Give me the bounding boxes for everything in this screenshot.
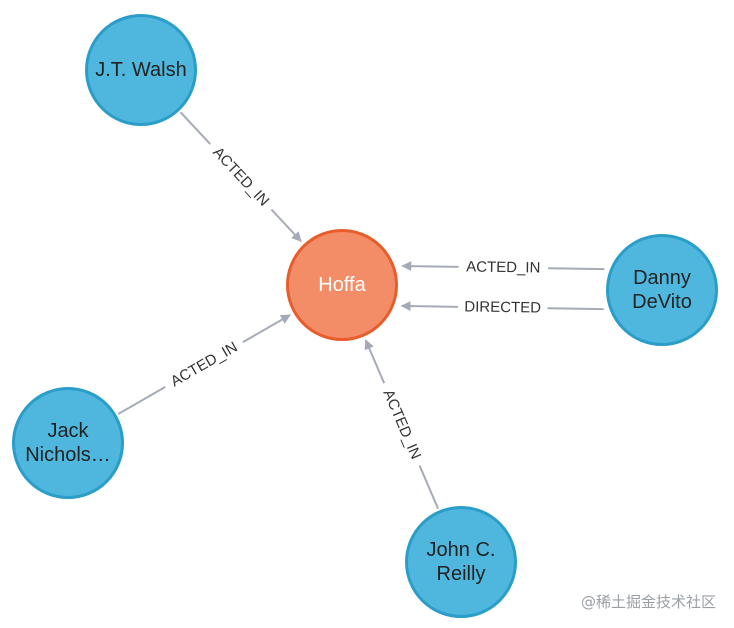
edge-label: ACTED_IN <box>466 258 540 276</box>
node-label: DeVito <box>632 291 692 313</box>
edge-line <box>547 307 604 311</box>
node-circle <box>606 234 718 346</box>
edge-arrow <box>364 339 386 384</box>
node-circle <box>286 229 398 341</box>
node-nicholson[interactable]: JackNichols… <box>12 387 124 499</box>
node-circle <box>85 14 197 126</box>
edge-label: ACTED_IN <box>379 387 424 462</box>
edge-nicholson-hoffa-3[interactable]: ACTED_IN <box>117 314 291 415</box>
node-label: Jack <box>47 420 89 442</box>
node-circle <box>12 387 124 499</box>
node-label: Danny <box>633 267 691 289</box>
edge-line <box>418 465 440 510</box>
node-label: J.T. Walsh <box>95 59 187 81</box>
edge-walsh-hoffa-0[interactable]: ACTED_IN <box>179 111 302 242</box>
edge-line <box>179 111 211 145</box>
node-circle <box>405 506 517 618</box>
edge-reilly-hoffa-4[interactable]: ACTED_IN <box>364 339 440 510</box>
edge-line <box>117 386 166 415</box>
node-label: John C. <box>427 539 496 561</box>
node-hoffa[interactable]: Hoffa <box>286 229 398 341</box>
node-walsh[interactable]: J.T. Walsh <box>85 14 197 126</box>
edge-arrow <box>242 314 291 343</box>
edge-devito-hoffa-2[interactable]: ACTED_IN <box>401 258 605 277</box>
edge-arrow <box>401 261 459 272</box>
edge-line <box>548 267 605 271</box>
watermark: @稀土掘金技术社区 <box>580 593 716 611</box>
node-label: Nichols… <box>25 444 111 466</box>
edge-devito-hoffa-1[interactable]: DIRECTED <box>400 298 604 317</box>
node-label: Hoffa <box>318 274 366 296</box>
edge-label: DIRECTED <box>464 298 541 316</box>
node-label: Reilly <box>437 563 486 585</box>
edge-label: ACTED_IN <box>209 144 272 210</box>
edge-arrow <box>270 208 302 242</box>
node-reilly[interactable]: John C.Reilly <box>405 506 517 618</box>
edge-arrow <box>400 301 458 312</box>
edge-label: ACTED_IN <box>168 339 241 391</box>
